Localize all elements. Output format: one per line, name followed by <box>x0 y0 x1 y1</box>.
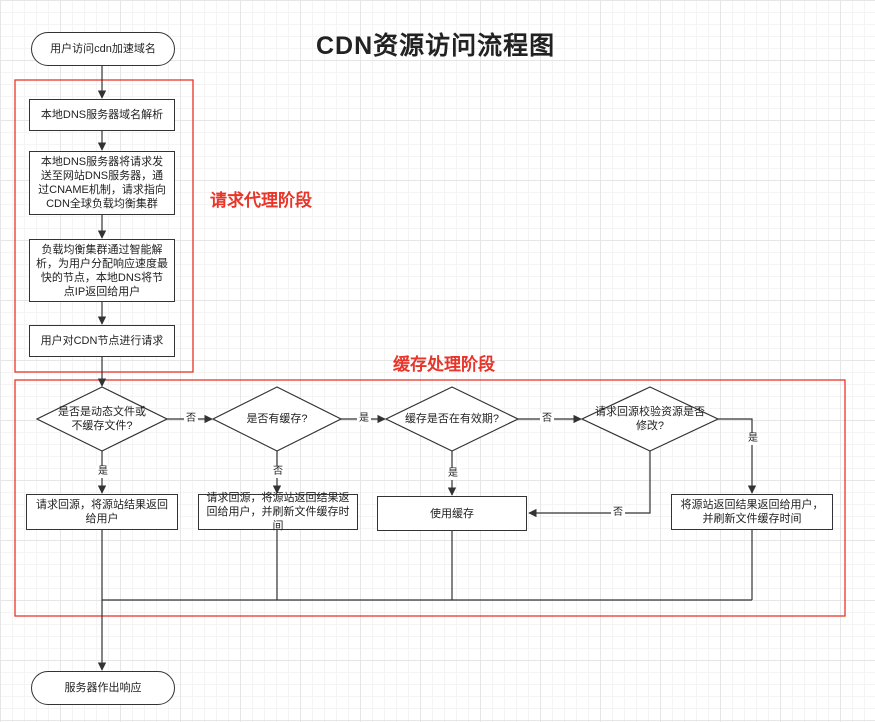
diagram-title: CDN资源访问流程图 <box>316 32 556 60</box>
cache-stage-frame <box>14 379 846 617</box>
label-dynamic-yes: 是 <box>96 466 110 478</box>
label-modified-yes: 是 <box>746 433 760 445</box>
node-end: 服务器作出响应 <box>31 671 175 705</box>
label-dynamic-no: 否 <box>184 413 198 425</box>
node-dns-resolve: 本地DNS服务器域名解析 <box>29 99 175 131</box>
node-lb-select: 负载均衡集群通过智能解析，为用户分配响应速度最快的节点，本地DNS将节点IP返回… <box>29 239 175 302</box>
decision-dynamic-text: 是否是动态文件或不缓存文件? <box>58 406 146 432</box>
decision-valid-text: 缓存是否在有效期? <box>404 413 500 425</box>
action-return-refresh: 将源站返回结果返回给用户，并刷新文件缓存时间 <box>671 494 833 530</box>
action-origin-refresh: 请求回源，将源站返回结果返回给用户，并刷新文件缓存时间 <box>198 492 358 532</box>
proxy-stage-frame <box>14 79 194 373</box>
label-cached-yes: 是 <box>357 413 371 425</box>
edge-modified-yes <box>718 418 757 494</box>
decision-modified-text: 请求回源校验资源是否修改? <box>595 406 705 432</box>
label-valid-no: 否 <box>540 413 554 425</box>
proxy-stage-label: 请求代理阶段 <box>210 191 312 210</box>
action-origin: 请求回源，将源站结果返回给用户 <box>26 494 178 530</box>
node-user-request: 用户对CDN节点进行请求 <box>29 325 175 357</box>
cache-stage-label: 缓存处理阶段 <box>393 355 495 374</box>
label-modified-no: 否 <box>611 507 625 519</box>
node-dns-forward: 本地DNS服务器将请求发送至网站DNS服务器，通过CNAME机制，请求指向CDN… <box>29 151 175 215</box>
edge-modified-no <box>528 451 651 518</box>
node-start: 用户访问cdn加速域名 <box>31 32 175 66</box>
action-use-cache: 使用缓存 <box>377 496 527 531</box>
decision-cached-text: 是否有缓存? <box>246 413 308 425</box>
label-cached-no: 否 <box>271 466 285 478</box>
label-valid-yes: 是 <box>446 468 460 480</box>
